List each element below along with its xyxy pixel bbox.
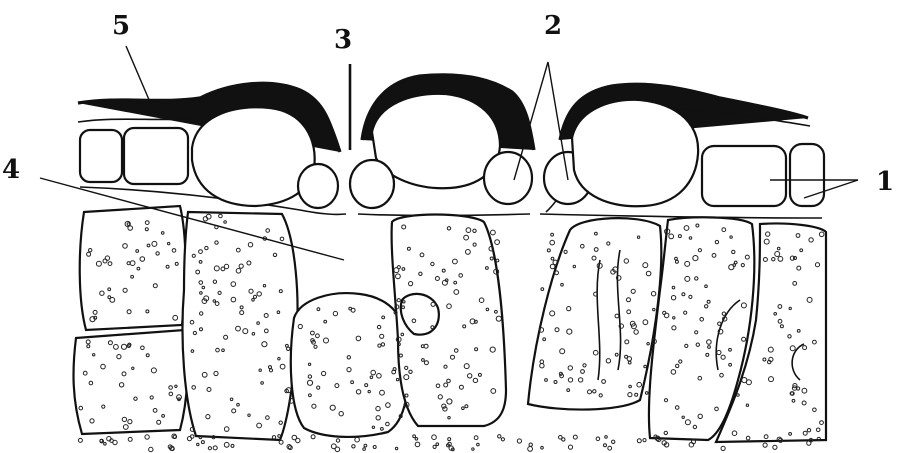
epidermal-cell — [124, 128, 188, 184]
epidermal-cell — [572, 100, 698, 206]
epidermal-cell — [702, 146, 786, 206]
epidermal-cell — [192, 107, 315, 206]
label-5: 5 — [112, 11, 130, 41]
guard-cell — [484, 152, 532, 204]
mesophyll-cell — [183, 212, 298, 440]
label-3: 3 — [334, 25, 352, 55]
guard-cell — [298, 164, 338, 208]
mesophyll — [74, 206, 826, 442]
mesophyll-cell — [80, 206, 186, 330]
mesophyll-cell — [528, 218, 661, 409]
leader-line-5 — [126, 46, 150, 102]
label-1: 1 — [876, 167, 894, 197]
label-4: 4 — [2, 155, 20, 185]
label-2: 2 — [544, 11, 562, 41]
guard-cell — [350, 160, 394, 208]
epidermal-cell — [80, 130, 122, 182]
